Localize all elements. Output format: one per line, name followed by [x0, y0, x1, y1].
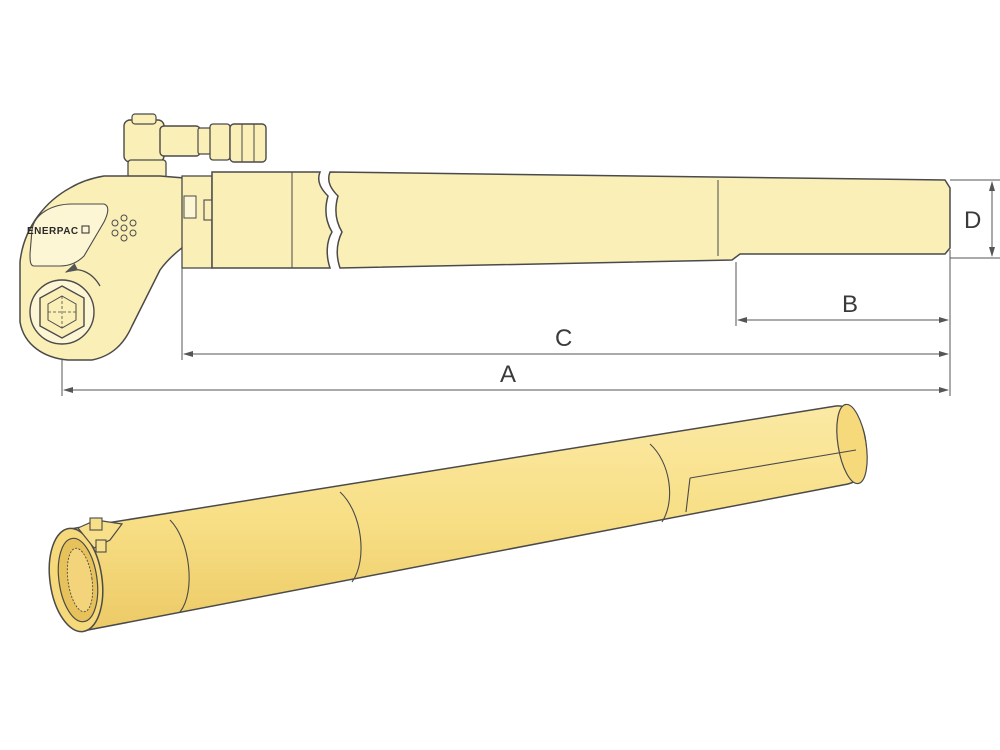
- tube-clamp-icon: [77, 517, 124, 553]
- dimension-label-d: D: [964, 207, 981, 234]
- brand-logo: ENERPAC: [27, 226, 79, 237]
- swivel-fitting-icon: [123, 113, 267, 179]
- bolt-pattern-icon: [111, 214, 137, 242]
- reaction-arm-3d-view: [48, 403, 868, 633]
- wrench-head: ENERPAC: [19, 113, 267, 361]
- brand-logo-mark-icon: [81, 225, 90, 234]
- dimension-lines: [61, 179, 1000, 396]
- reaction-arm-side-view: [211, 171, 951, 269]
- spline-socket-icon: [48, 527, 104, 633]
- dimension-label-c: C: [555, 325, 572, 352]
- rotation-arrow-icon: [64, 263, 101, 287]
- dimension-label-a: A: [500, 361, 516, 388]
- dimension-label-b: B: [842, 291, 858, 318]
- hex-drive-icon: [29, 279, 95, 345]
